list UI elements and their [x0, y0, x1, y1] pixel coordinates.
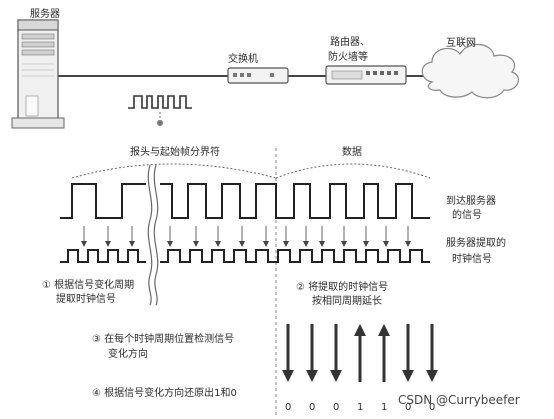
- switch-label: 交换机: [228, 52, 258, 65]
- header-bracket: [71, 163, 277, 179]
- down-arrow-icon: [282, 324, 294, 382]
- up-arrow-icon: [378, 324, 390, 382]
- step4-text: ④ 根据信号变化方向还原出1和0: [92, 386, 237, 399]
- decoded-bit: 0: [285, 402, 291, 413]
- up-arrow-icon: [354, 324, 366, 382]
- down-arrow-icon: [402, 324, 414, 382]
- clock-signal-label-line2: 时钟信号: [452, 252, 492, 265]
- arrival-signal-label-line1: 到达服务器: [446, 194, 496, 207]
- decoded-bit: 0: [405, 402, 411, 413]
- arrival-signal-waveform: [60, 183, 430, 219]
- router-label-line1: 路由器、: [330, 35, 370, 48]
- switch-icon: [227, 67, 289, 84]
- sample-arrows: [81, 226, 411, 247]
- down-arrow-icon: [330, 324, 342, 382]
- header-label: 报头与起始帧分界符: [130, 145, 220, 158]
- signal-thumbnail-icon: [128, 95, 192, 109]
- internet-cloud-icon: [421, 43, 520, 99]
- decoded-bit: 1: [381, 402, 387, 413]
- data-label: 数据: [342, 145, 362, 158]
- time-break-mark: [147, 164, 159, 306]
- step1-line1: ① 根据信号变化周期: [42, 278, 134, 291]
- arrival-signal-label-line2: 的信号: [452, 208, 482, 221]
- down-arrow-icon: [306, 324, 318, 382]
- step2-line1: ② 将提取的时钟信号: [296, 280, 388, 293]
- server-label: 服务器: [30, 7, 60, 20]
- step1-line2: 提取时钟信号: [56, 292, 116, 305]
- clock-signal-waveform: [60, 249, 430, 263]
- decoded-bit: 0: [333, 402, 339, 413]
- decoded-bit: 0: [429, 402, 435, 413]
- decoded-direction-arrows: [282, 324, 438, 382]
- server-icon: [11, 19, 65, 129]
- decoded-bit: 1: [357, 402, 363, 413]
- data-bracket: [275, 163, 431, 179]
- router-icon: [325, 65, 407, 85]
- clock-signal-label-line1: 服务器提取的: [446, 236, 506, 249]
- connector-dot: [157, 120, 163, 126]
- down-arrow-icon: [426, 324, 438, 382]
- decoded-bits: 0 0 0 1 1 0 0: [285, 402, 435, 413]
- step2-line2: 按相同周期延长: [312, 294, 382, 307]
- step3-line1: ③ 在每个时钟周期位置检测信号: [92, 332, 234, 345]
- decoded-bit: 0: [309, 402, 315, 413]
- watermark: CSDN @Currybeefer: [398, 393, 520, 407]
- internet-label: 互联网: [446, 37, 476, 49]
- router-label-line2: 防火墙等: [328, 50, 368, 63]
- step3-line2: 变化方向: [108, 347, 148, 360]
